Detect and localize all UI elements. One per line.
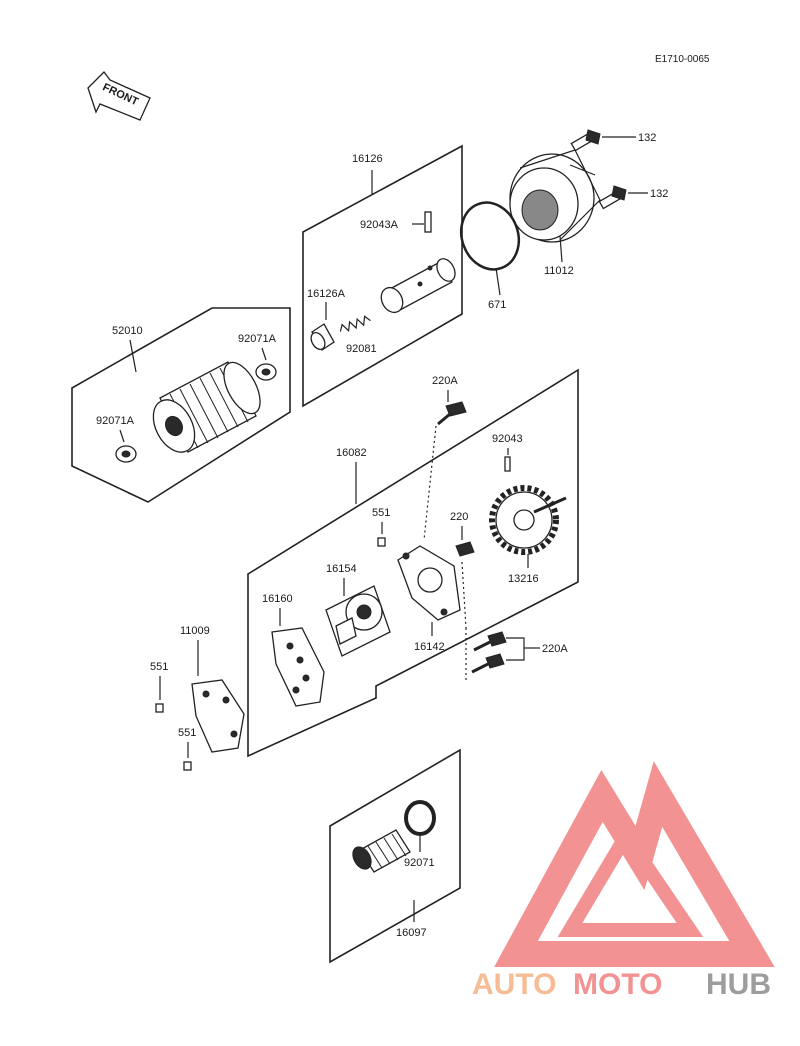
watermark-auto: AUTO (472, 968, 556, 1001)
oil-filter-52010 (152, 361, 261, 453)
diagram-code: E1710-0065 (655, 54, 710, 65)
label-92043A: 92043A (360, 219, 399, 231)
label-220A-lower: 220A (542, 643, 568, 655)
label-551-lower: 551 (178, 727, 196, 739)
front-arrow-icon: FRONT (87, 71, 151, 121)
watermark-moto: MOTO (573, 968, 662, 1001)
automotohub-logo: AUTO MOTO HUB (472, 761, 775, 1001)
label-220A-upper: 220A (432, 375, 458, 387)
relief-valve-body (380, 258, 456, 314)
bolts-220A-lower (471, 631, 507, 674)
label-16082: 16082 (336, 447, 367, 459)
label-11012: 11012 (544, 265, 574, 277)
label-92043: 92043 (492, 433, 523, 445)
label-551-middle: 551 (150, 661, 168, 673)
pin-92043 (504, 456, 511, 472)
strainer-16097 (352, 829, 411, 873)
label-16126A: 16126A (307, 288, 346, 300)
valve-piston-16126A (310, 323, 335, 351)
watermark-hub: HUB (706, 968, 771, 1001)
label-16160: 16160 (262, 593, 293, 605)
label-92071: 92071 (404, 857, 435, 869)
pin-92043A (424, 211, 432, 233)
label-671: 671 (488, 299, 506, 311)
label-52010: 52010 (112, 325, 143, 337)
spring-92081 (339, 315, 371, 332)
label-92071A-lower: 92071A (96, 415, 135, 427)
group-box-16126 (302, 144, 463, 408)
pump-cover-11012 (509, 149, 601, 243)
label-92081: 92081 (346, 343, 377, 355)
label-551-upper: 551 (372, 507, 390, 519)
bolt-132-upper (570, 129, 601, 152)
label-220: 220 (450, 511, 468, 523)
label-16097: 16097 (396, 927, 427, 939)
label-16142: 16142 (414, 641, 445, 653)
gasket-11009 (191, 679, 245, 753)
label-132-lower: 132 (650, 188, 668, 200)
label-13216: 13216 (508, 573, 539, 585)
label-92071A-upper: 92071A (238, 333, 277, 345)
seal-92071 (404, 800, 436, 836)
rotor-set-16154 (325, 585, 391, 657)
label-132-upper: 132 (638, 132, 656, 144)
group-box-16097 (329, 748, 461, 964)
gear-13216 (489, 485, 567, 555)
o-ring-671 (459, 201, 521, 271)
pump-cover-16160 (271, 627, 325, 707)
dowel-551-lower (183, 761, 192, 771)
label-11009: 11009 (180, 625, 210, 637)
dowel-551-middle (155, 703, 164, 713)
pump-body-16142 (397, 545, 461, 621)
bolt-132-lower (598, 185, 627, 210)
label-16154: 16154 (326, 563, 357, 575)
group-box-16082 (247, 368, 579, 758)
label-16126: 16126 (352, 153, 383, 165)
group-box-52010 (71, 307, 291, 503)
bolt-220A-upper (437, 401, 467, 426)
bolt-220 (455, 541, 475, 557)
dowel-551-upper (377, 537, 386, 547)
